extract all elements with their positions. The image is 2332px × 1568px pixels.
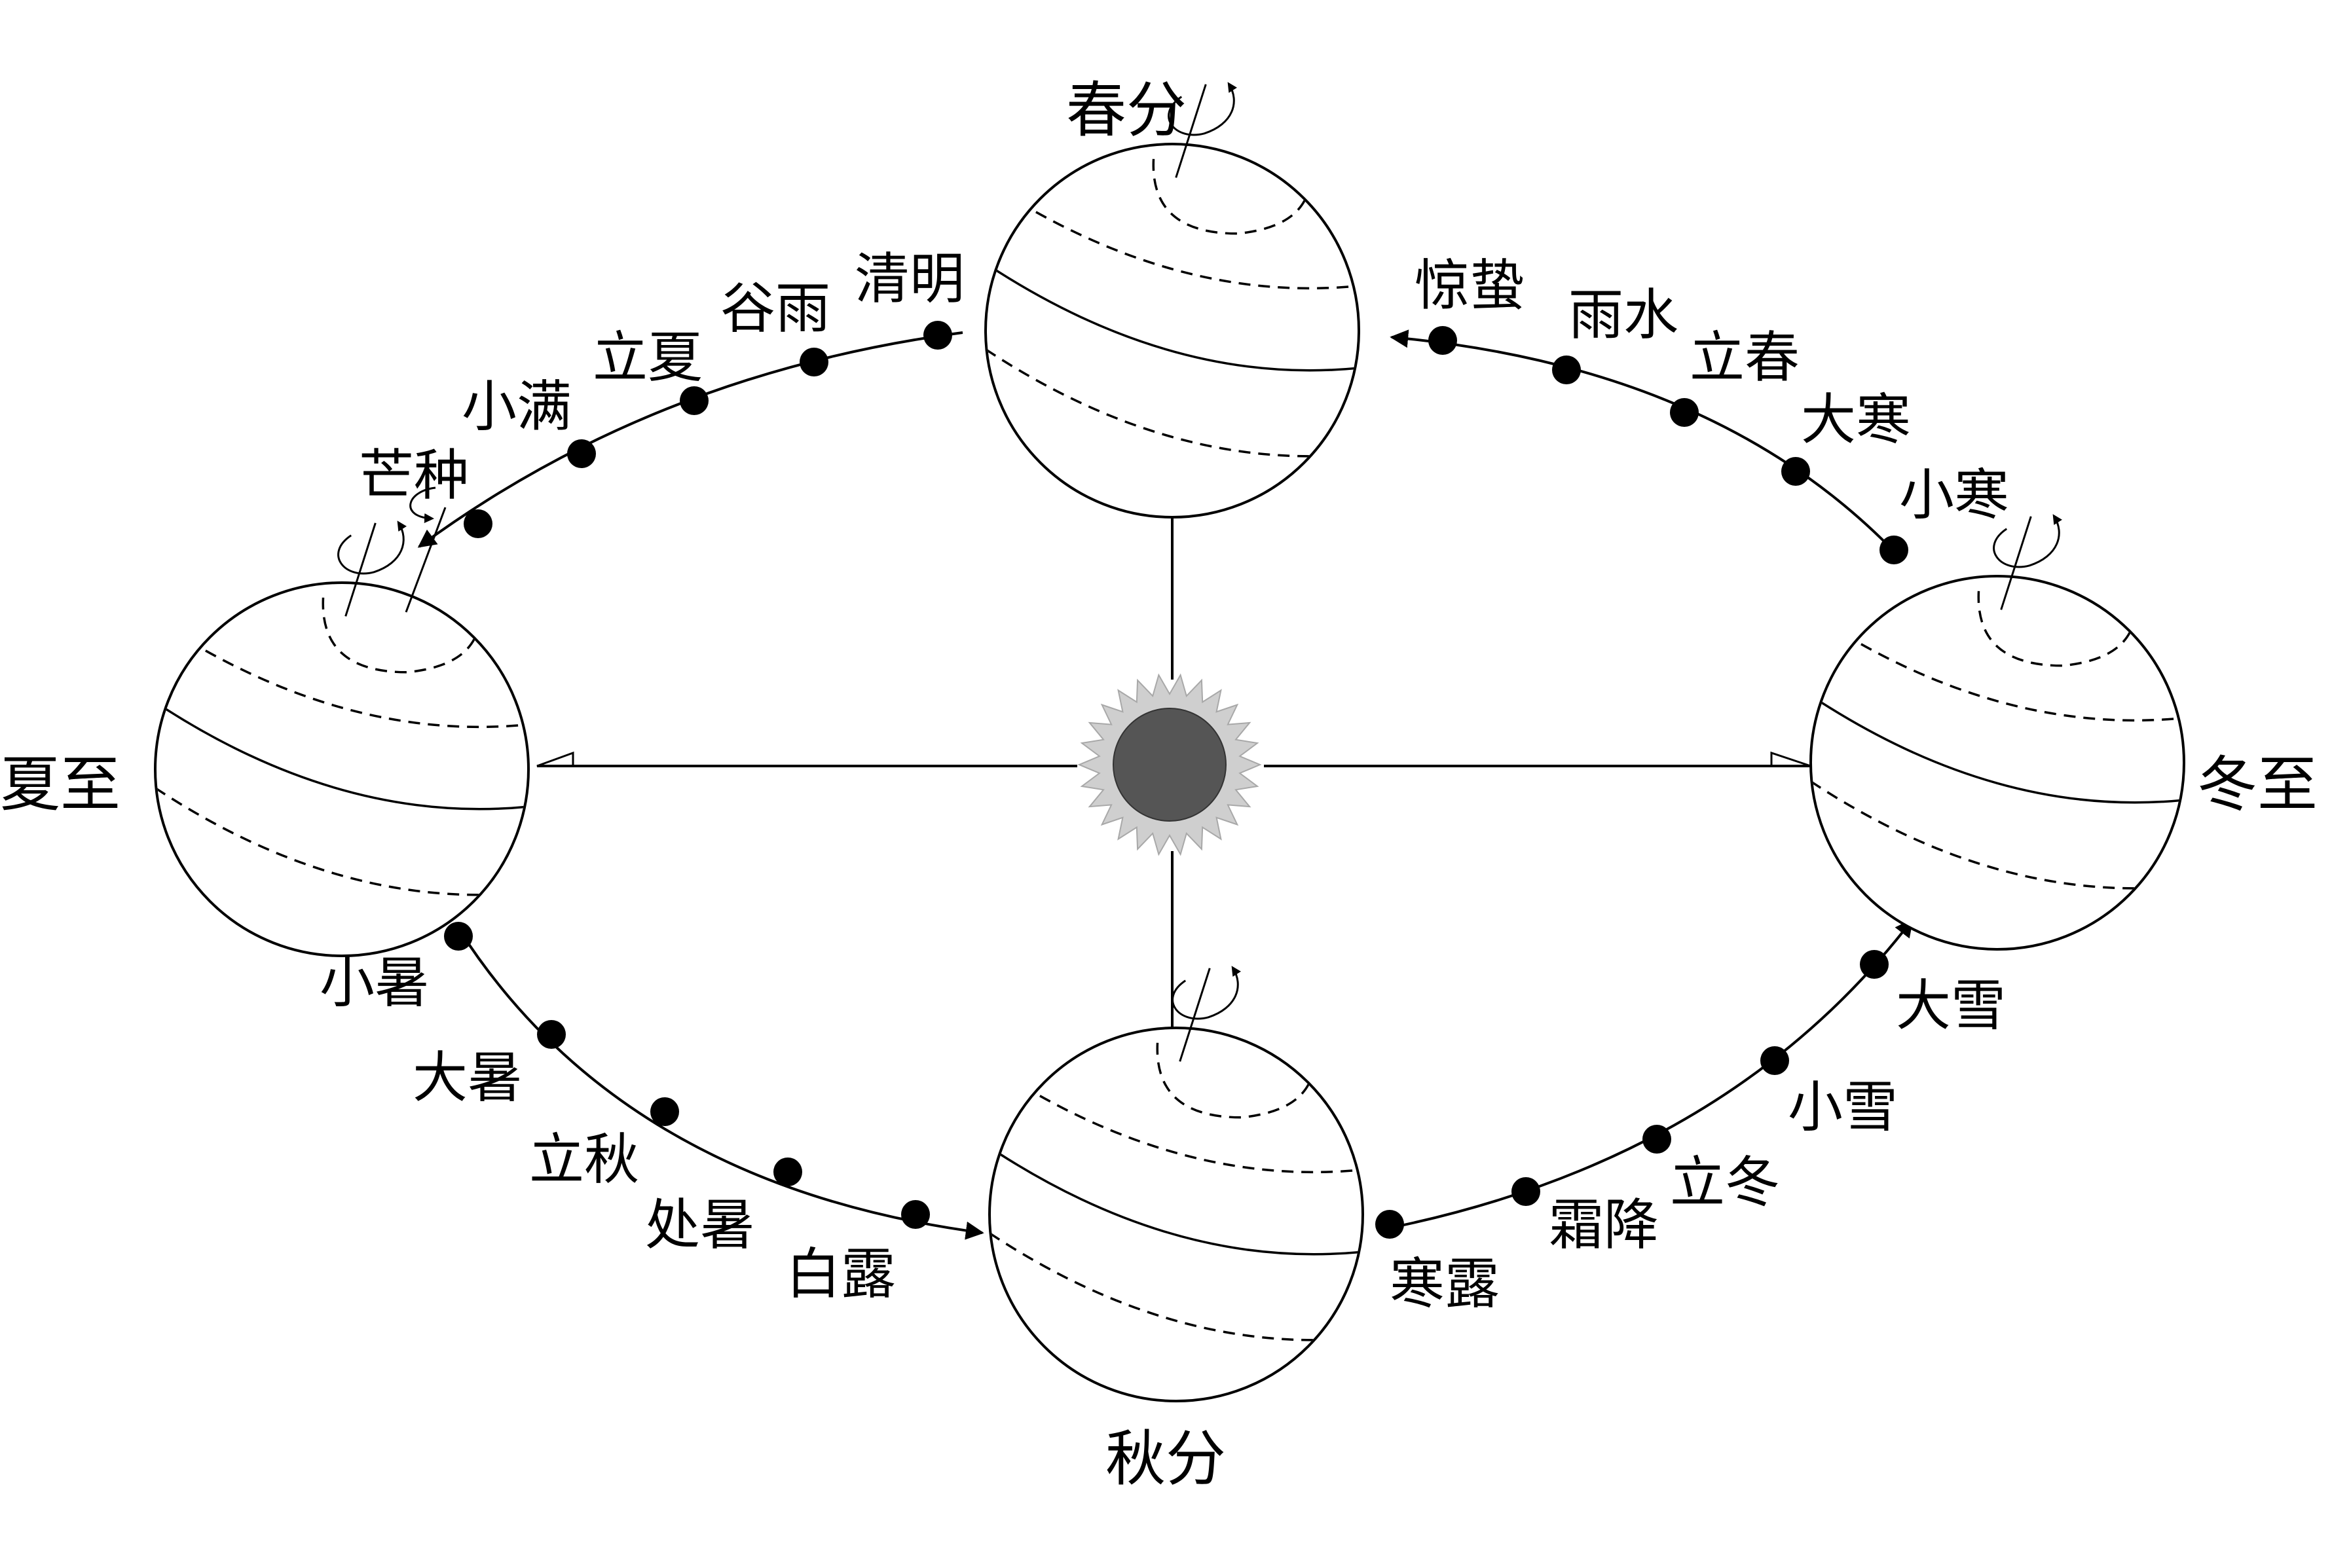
label-daxue: 大雪 <box>1896 974 2006 1038</box>
label-xiaoshu: 小暑 <box>320 951 430 1015</box>
solar-term-dot-guyu <box>800 348 828 376</box>
label-chushu: 处暑 <box>645 1193 755 1257</box>
solar-term-dot-mangzhong <box>464 509 492 538</box>
solar-term-dots <box>444 321 1908 1239</box>
solar-term-dot-lidong <box>1642 1125 1671 1154</box>
earth-globe-icon <box>1809 575 2185 951</box>
label-summer-solstice: 夏至 <box>0 750 120 820</box>
earth-summer-solstice <box>154 520 530 957</box>
solar-term-dot-daxue <box>1860 950 1889 979</box>
label-guyu: 谷雨 <box>720 276 830 340</box>
label-lixia: 立夏 <box>593 325 703 390</box>
label-lichun: 立春 <box>1690 325 1800 390</box>
solar-term-dot-liqiu <box>650 1097 679 1126</box>
earth-spring-equinox <box>984 82 1360 519</box>
earth-latitude-lines <box>987 158 1358 458</box>
mangzhong-pointer-line <box>405 507 447 613</box>
solar-term-dot-lichun <box>1670 398 1699 427</box>
solar-term-dot-shuangjiang <box>1511 1177 1540 1206</box>
label-yushui: 雨水 <box>1568 283 1678 347</box>
label-liqiu: 立秋 <box>529 1127 639 1192</box>
rotation-arrow-icon <box>1993 514 2062 568</box>
label-dahan: 大寒 <box>1801 388 1911 452</box>
label-jingzhe: 惊蛰 <box>1415 253 1525 318</box>
solar-term-dot-dashu <box>537 1020 566 1049</box>
mangzhong-rotation-arrow-icon <box>409 486 436 524</box>
solar-term-dot-chushu <box>773 1158 802 1186</box>
sun-core <box>1113 708 1227 822</box>
label-qingming: 清明 <box>855 247 965 311</box>
rotation-arrow-icon <box>1168 82 1237 136</box>
earth-axis <box>344 522 377 617</box>
marker-summer <box>536 751 574 767</box>
axis-lines <box>536 415 1811 1034</box>
rotation-arrow-icon <box>337 520 407 575</box>
earth-autumn-equinox <box>988 966 1364 1402</box>
solar-term-dot-bailu <box>901 1200 930 1229</box>
earth-axis <box>2000 516 2032 610</box>
solar-term-dot-jingzhe <box>1428 326 1457 355</box>
solar-term-dot-xiaoshu <box>444 922 473 951</box>
label-spring-equinox: 春分 <box>1066 75 1187 145</box>
solar-term-dot-dahan <box>1781 457 1810 486</box>
earth-globes <box>154 82 2185 1402</box>
earth-axis <box>1179 968 1211 1062</box>
earth-position-labels: 春分 夏至 秋分 冬至 <box>0 75 2318 1494</box>
solar-term-dot-xiaohan <box>1879 536 1908 564</box>
earth-axis <box>1175 84 1207 178</box>
label-hanlu: 寒露 <box>1390 1252 1500 1316</box>
solar-term-dot-yushui <box>1552 356 1581 384</box>
label-winter-solstice: 冬至 <box>2197 750 2318 820</box>
orbit-arc-autumn-to-winter <box>1388 918 1914 1230</box>
earth-winter-solstice <box>1809 514 2185 951</box>
solar-term-labels: 清明 谷雨 立夏 小满 芒种 小暑 大暑 立秋 处暑 白露 寒露 霜降 立冬 小… <box>320 247 2009 1316</box>
rotation-arrow-icon <box>1172 966 1241 1020</box>
solar-term-dot-xiaoman <box>567 439 596 468</box>
label-xiaohan: 小寒 <box>1899 463 2009 527</box>
marker-winter <box>1770 751 1811 767</box>
label-lidong: 立冬 <box>1670 1150 1780 1214</box>
earth-latitude-lines <box>1812 591 2183 890</box>
earth-latitude-lines <box>157 597 527 896</box>
label-bailu: 白露 <box>786 1242 896 1306</box>
solar-term-dot-hanlu <box>1375 1210 1404 1239</box>
solar-term-dot-xiaoxue <box>1760 1046 1789 1075</box>
orbit-arc-summer-to-autumn <box>457 927 984 1240</box>
solar-term-dot-qingming <box>923 321 952 350</box>
label-autumn-equinox: 秋分 <box>1105 1424 1226 1494</box>
sun-icon <box>1077 673 1262 856</box>
label-shuangjiang: 霜降 <box>1549 1193 1659 1257</box>
label-mangzhong: 芒种 <box>359 443 469 507</box>
earth-globe-icon <box>154 581 530 957</box>
label-xiaoman: 小满 <box>462 374 572 439</box>
earth-globe-icon <box>988 1027 1364 1402</box>
label-xiaoxue: 小雪 <box>1788 1075 1898 1139</box>
label-dashu: 大暑 <box>413 1046 523 1110</box>
earth-globe-icon <box>984 143 1360 519</box>
orbit-arc-spring-to-summer <box>417 331 963 548</box>
earth-latitude-lines <box>991 1042 1361 1341</box>
solar-term-dot-lixia <box>680 386 709 415</box>
